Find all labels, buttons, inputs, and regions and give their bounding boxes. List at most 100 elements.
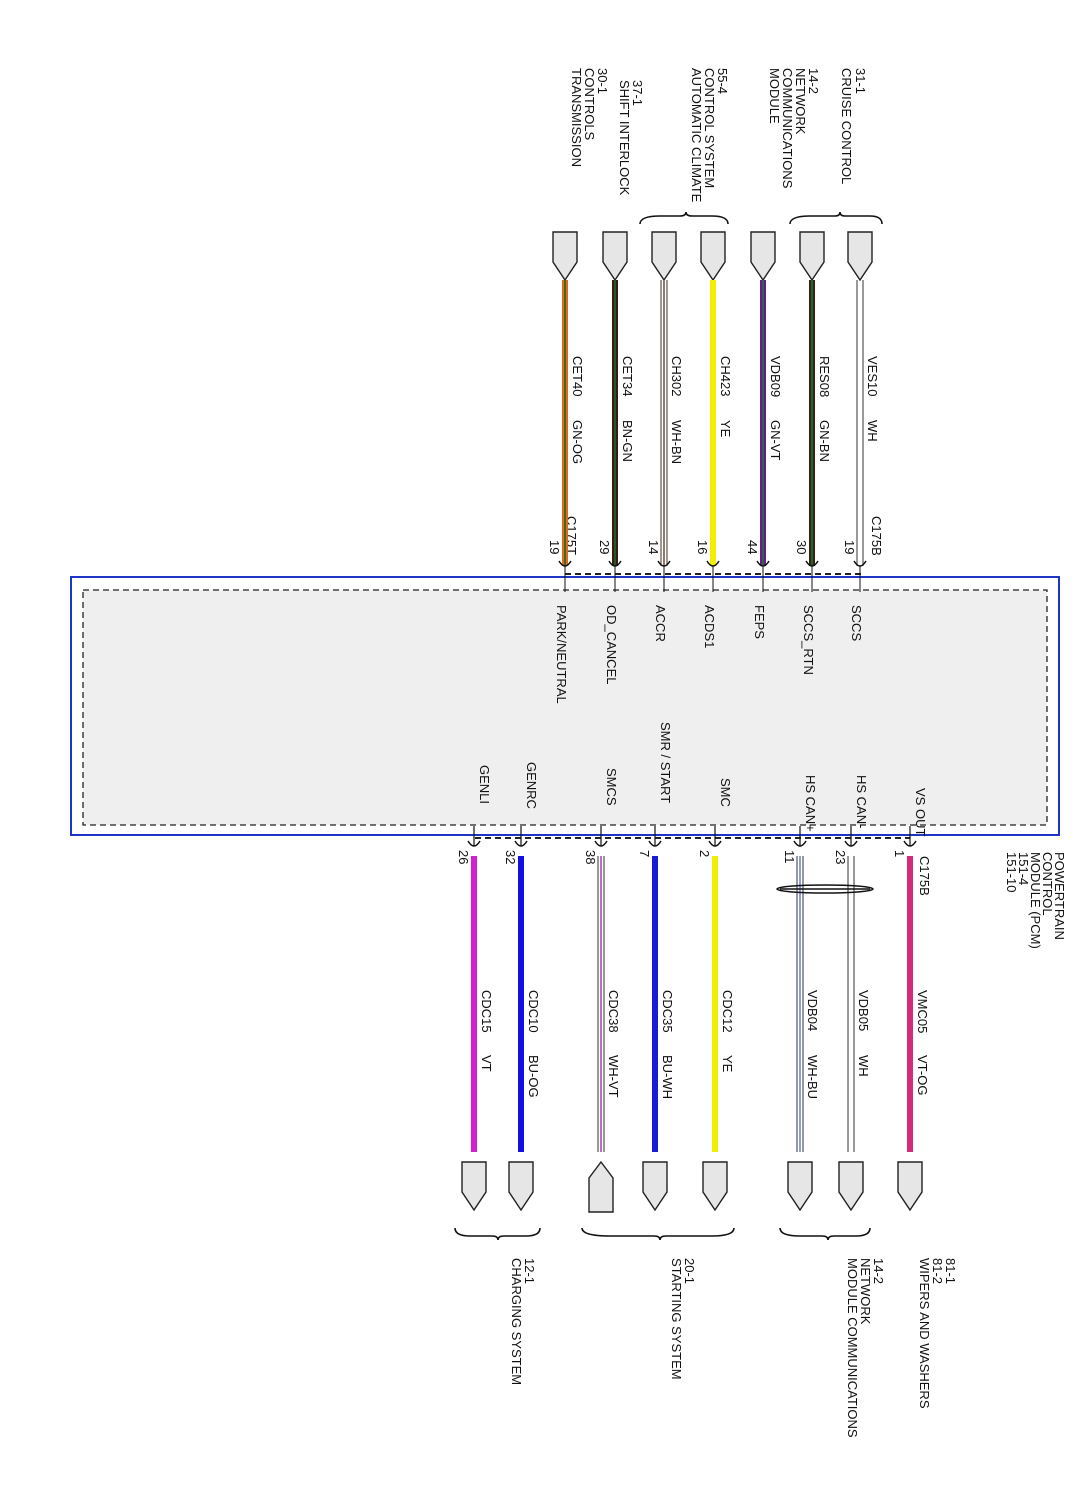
pin-chevron [903, 840, 917, 847]
signal-name: GENRC [524, 762, 539, 809]
circuit-id: CH302 [669, 356, 684, 396]
destination-line: CONTROL SYSTEM [702, 68, 717, 188]
wire-color-code: YE [720, 1055, 735, 1073]
destination-climate-control: AUTOMATIC CLIMATE CONTROL SYSTEM 55-4 [689, 68, 730, 206]
circuit-id: CET40 [570, 356, 585, 396]
destination-line: 31-1 [853, 68, 868, 94]
destination-line: COMMUNICATIONS [780, 68, 795, 189]
module-title: POWERTRAIN CONTROL MODULE (PCM) 151-4 15… [1004, 852, 1067, 952]
destination-line: MODULE [767, 68, 782, 124]
pin-number: 30 [794, 540, 809, 554]
pin-number: 19 [842, 540, 857, 554]
connector-plug [799, 231, 825, 282]
wire [796, 856, 804, 1152]
wire-color-code: GN-VT [768, 420, 783, 461]
circuit-id: VES10 [865, 356, 880, 396]
destination-line: 81-1 [943, 1258, 958, 1284]
connector-plug [588, 1160, 614, 1213]
module-title-line: 151-4 [1016, 852, 1031, 885]
destination-line: NETWORK [793, 68, 808, 135]
destination-line: AUTOMATIC CLIMATE [689, 68, 704, 203]
signal-name: SCCS_RTN [801, 605, 816, 675]
wire-color-code: WH-BU [805, 1055, 820, 1099]
connector-plug [651, 231, 677, 282]
signal-name: SMC [718, 778, 733, 807]
signal-name: FEPS [752, 605, 767, 639]
brace-group [454, 211, 883, 1241]
circuit-id: VDB05 [856, 990, 871, 1031]
pin-number: 23 [833, 850, 848, 864]
pin-number: 26 [456, 850, 471, 864]
pin-chevron [708, 840, 722, 847]
pin-number: 2 [697, 850, 712, 857]
wire [847, 856, 855, 1152]
destination-line: CRUISE CONTROL [839, 68, 854, 184]
circuit-id: CDC35 [660, 990, 675, 1033]
module-title-line: 151-10 [1004, 852, 1019, 892]
pin-chevron [844, 840, 858, 847]
connector-plug [602, 231, 628, 282]
pin-number: 32 [503, 850, 518, 864]
connector-plug [508, 1161, 534, 1212]
destination-transmission-controls: TRANSMISSION CONTROLS 30-1 [569, 68, 610, 171]
module-title-line: MODULE (PCM) [1028, 852, 1043, 949]
wire-color-code: WH [865, 420, 880, 442]
wire-color-code: VT [479, 1055, 494, 1072]
destination-line: WIPERS AND WASHERS [917, 1258, 932, 1409]
pin-chevron [467, 840, 481, 847]
connector-top-label: C175B [869, 516, 884, 556]
wire [597, 856, 605, 1152]
wire-color-code: GN-OG [570, 420, 585, 464]
module-title-line: CONTROL [1040, 852, 1055, 915]
connector-plug [642, 1161, 668, 1212]
pin-number: 1 [892, 850, 907, 857]
circuit-id: VDB09 [768, 356, 783, 397]
connector-top-label: C175B [917, 856, 932, 896]
signal-name: PARK/NEUTRAL [554, 605, 569, 704]
connector-plug [700, 231, 726, 282]
destination-line: 55-4 [715, 68, 730, 94]
pin-number: 11 [782, 850, 797, 864]
pin-number: 38 [583, 850, 598, 864]
signal-name: HS CAN- [854, 775, 869, 828]
wire-color-code: BU-OG [526, 1055, 541, 1098]
circuit-id: RES08 [817, 356, 832, 397]
wire-color-code: BU-WH [660, 1055, 675, 1099]
pin-chevron [648, 840, 662, 847]
circuit-id: VMC05 [915, 990, 930, 1033]
signal-name: SCCS [849, 605, 864, 641]
wire-color-code: WH [856, 1055, 871, 1077]
destination-line: SHIFT INTERLOCK [617, 80, 632, 196]
connector-plug [750, 231, 776, 282]
circuit-id: CDC38 [606, 990, 621, 1033]
destination-starting-system: STARTING SYSTEM 20-1 [669, 1258, 697, 1383]
signal-name: ACCR [653, 605, 668, 642]
wire-color-code: GN-BN [817, 420, 832, 462]
destination-module-comm-network-lower: MODULE COMMUNICATIONS NETWORK 14-2 [845, 1258, 886, 1441]
pin-number: 29 [597, 540, 612, 554]
destination-line: 30-1 [595, 68, 610, 94]
pin-chevron [853, 560, 867, 567]
destination-cruise-control: CRUISE CONTROL 31-1 [839, 68, 868, 187]
pin-chevron [594, 840, 608, 847]
destination-module-comm-network: MODULE COMMUNICATIONS NETWORK 14-2 [767, 68, 821, 192]
destination-line: 14-2 [806, 68, 821, 94]
wire-color-code: YE [718, 420, 733, 438]
pin-number: 19 [547, 540, 562, 554]
signal-name: VS OUT [913, 788, 928, 836]
twisted-pair-marker [776, 884, 874, 894]
connector-plug [847, 231, 873, 282]
connector-plug [461, 1161, 487, 1212]
